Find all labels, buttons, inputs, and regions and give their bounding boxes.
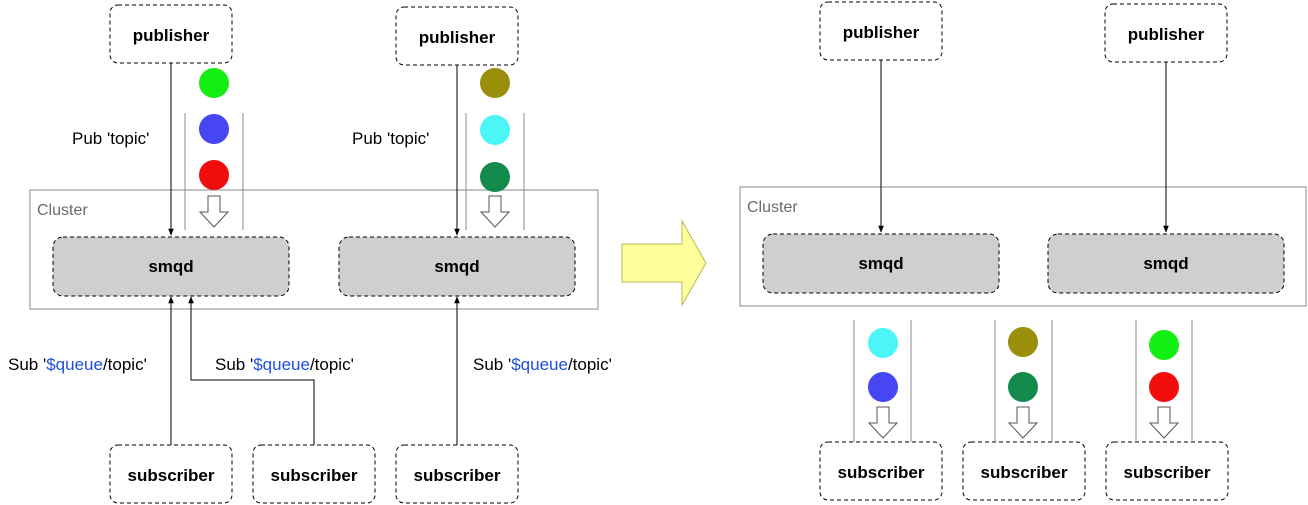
left-pub-label-2: Pub 'topic'	[352, 129, 429, 148]
svg-text:smqd: smqd	[858, 254, 903, 273]
right-subscriber-3: subscriber	[1105, 441, 1229, 501]
flow-down-arrow-icon	[867, 406, 899, 439]
msg-dot-blue	[199, 114, 229, 144]
msg-dot-darkgreen	[480, 162, 510, 192]
svg-text:smqd: smqd	[434, 257, 479, 276]
svg-text:publisher: publisher	[133, 26, 210, 45]
svg-text:publisher: publisher	[1128, 25, 1205, 44]
right-smqd-node-2: smqd	[1047, 233, 1285, 294]
msg-dot-darkgreen	[1008, 372, 1038, 402]
svg-text:publisher: publisher	[419, 28, 496, 47]
left-subscriber-2: subscriber	[252, 444, 376, 504]
left-cluster-label: Cluster	[37, 202, 88, 219]
svg-text:publisher: publisher	[843, 23, 920, 42]
svg-text:subscriber: subscriber	[1124, 463, 1211, 482]
right-publisher-1: publisher	[819, 1, 943, 61]
left-pub-label-1: Pub 'topic'	[72, 129, 149, 148]
msg-dot-green	[199, 68, 229, 98]
svg-text:smqd: smqd	[1143, 254, 1188, 273]
left-sub-label-2: Sub '$queue/topic'	[215, 355, 354, 374]
left-subscriber-3: subscriber	[395, 444, 519, 504]
msg-dot-red	[1149, 372, 1179, 402]
right-channel-2	[994, 320, 1053, 442]
left-sub-label-1: Sub '$queue/topic'	[8, 355, 147, 374]
flow-down-arrow-icon	[1007, 406, 1039, 439]
right-subscriber-1: subscriber	[819, 441, 943, 501]
svg-text:smqd: smqd	[148, 257, 193, 276]
left-smqd-node-1: smqd	[52, 236, 290, 297]
msg-dot-green	[1149, 330, 1179, 360]
svg-text:subscriber: subscriber	[414, 466, 501, 485]
left-smqd-node-2: smqd	[338, 236, 576, 297]
msg-dot-olive	[1008, 327, 1038, 357]
right-cluster-label: Cluster	[747, 199, 798, 216]
flow-down-arrow-icon	[198, 195, 230, 228]
right-channel-1	[853, 320, 912, 442]
left-channel-a	[184, 113, 244, 230]
left-publisher-2: publisher	[395, 6, 519, 66]
left-sub-label-3: Sub '$queue/topic'	[473, 355, 612, 374]
transition-arrow-icon	[621, 219, 707, 307]
left-sub-arrow-2	[188, 296, 315, 445]
msg-dot-cyan	[480, 115, 510, 145]
msg-dot-cyan	[868, 328, 898, 358]
flow-down-arrow-icon	[479, 195, 511, 228]
right-channel-3	[1135, 320, 1193, 442]
right-smqd-node-1: smqd	[762, 233, 1000, 294]
right-publisher-2: publisher	[1104, 3, 1228, 63]
flow-down-arrow-icon	[1148, 406, 1180, 439]
msg-dot-blue	[868, 372, 898, 402]
left-channel-b	[465, 113, 525, 230]
left-subscriber-1: subscriber	[109, 444, 233, 504]
left-publisher-1: publisher	[109, 4, 233, 64]
svg-text:subscriber: subscriber	[981, 463, 1068, 482]
msg-dot-olive	[480, 68, 510, 98]
svg-text:subscriber: subscriber	[128, 466, 215, 485]
right-subscriber-2: subscriber	[962, 441, 1086, 501]
svg-text:subscriber: subscriber	[271, 466, 358, 485]
msg-dot-red	[199, 160, 229, 190]
svg-text:subscriber: subscriber	[838, 463, 925, 482]
